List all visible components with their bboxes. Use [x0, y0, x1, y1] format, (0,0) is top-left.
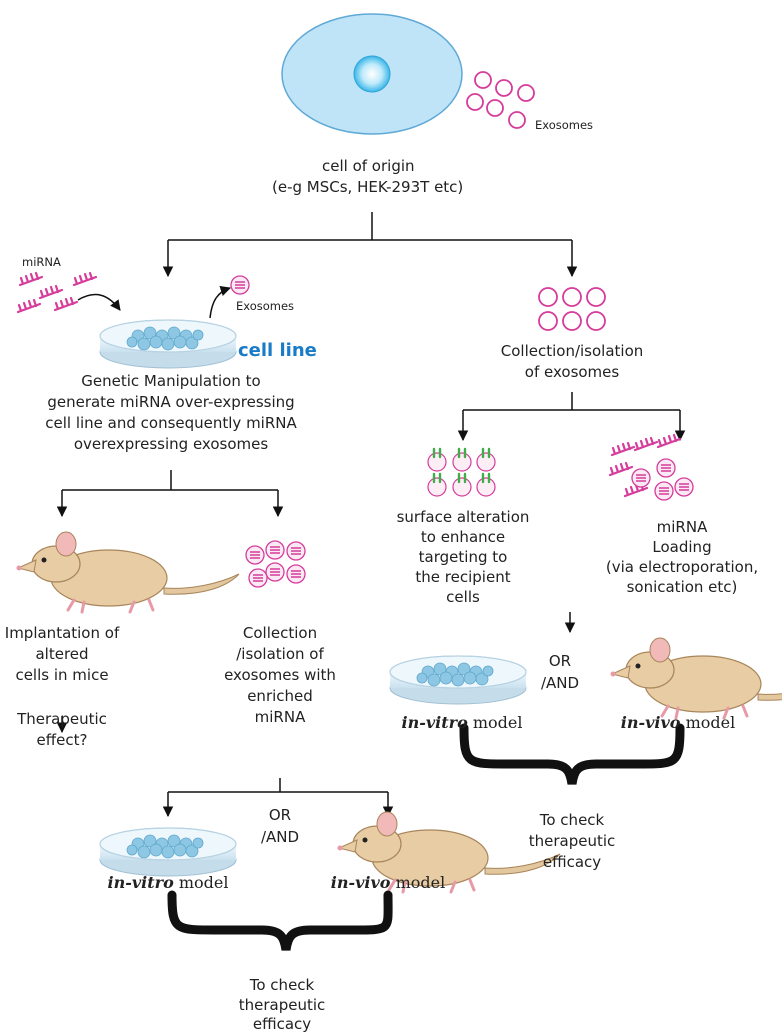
mirna-loading-line-1: miRNA — [656, 518, 708, 536]
or-label-left: OR — [268, 806, 292, 824]
check-right-line-3: efficacy — [542, 853, 602, 871]
and-label-left: /AND — [260, 828, 300, 846]
genetic-manipulation-line-3: cell line and consequently miRNA — [45, 414, 297, 432]
left-split-connector — [56, 470, 284, 518]
cell-examples-label: (e-g MSCs, HEK-293T etc) — [272, 178, 464, 196]
petri-dish-invitro-right — [389, 655, 527, 705]
invivo-model-right: in-vivo model — [620, 713, 736, 732]
exosome-release-arrow — [209, 286, 231, 319]
exosome-grid-right — [538, 287, 606, 331]
implantation-line-3: cells in mice — [15, 666, 109, 684]
collection-right-line-2: of exosomes — [524, 363, 620, 381]
collection-left-line-2: /isolation of — [236, 645, 324, 663]
petri-dish-cell-line — [99, 319, 237, 369]
implantation-line-1: Implantation of — [4, 624, 120, 642]
invivo-model-left: in-vivo model — [330, 873, 446, 892]
check-left-line-2: therapeutic — [238, 996, 326, 1014]
split-connector-top — [162, 212, 578, 278]
brace-bottom-left — [167, 890, 393, 951]
surface-alteration-line-5: cells — [446, 588, 480, 606]
surface-alteration-line-1: surface alteration — [396, 508, 530, 526]
enriched-exosome-cluster — [245, 540, 306, 588]
surface-alteration-line-2: to enhance — [420, 528, 506, 546]
check-right-line-1: To check — [539, 811, 605, 829]
exosomes-label-top: Exosomes — [535, 118, 594, 132]
mirna-loading-graphic — [608, 433, 694, 501]
right-split-connector — [457, 392, 686, 442]
collection-left-line-5: miRNA — [254, 708, 306, 726]
exosome-cluster-top — [466, 71, 535, 129]
mirna-arrow — [77, 293, 121, 311]
mirna-label: miRNA — [22, 255, 61, 269]
brace-right — [459, 723, 685, 785]
released-exosome — [230, 275, 250, 295]
mirna-loading-line-3: (via electroporation, — [605, 558, 759, 576]
cell-of-origin-label: cell of origin — [322, 157, 415, 175]
invitro-model-left: in-vitro model — [107, 873, 229, 892]
collection-left-line-3: exosomes with — [224, 666, 336, 684]
surface-alteration-line-4: the recipient — [415, 568, 511, 586]
genetic-manipulation-line-4: overexpressing exosomes — [73, 435, 269, 453]
genetic-manipulation-line-1: Genetic Manipulation to — [81, 372, 261, 390]
check-left-line-3: efficacy — [252, 1015, 312, 1033]
mouse-implantation — [15, 530, 241, 614]
invitro-model-right: in-vitro model — [401, 713, 523, 732]
implantation-line-2: altered — [35, 645, 89, 663]
and-label-right: /AND — [540, 674, 580, 692]
or-label-right: OR — [548, 652, 572, 670]
surface-alteration-line-3: targeting to — [418, 548, 508, 566]
petri-dish-invitro-left — [99, 827, 237, 877]
cell-of-origin-graphic — [281, 13, 463, 135]
exosomes-label-left: Exosomes — [236, 299, 295, 313]
mouse-invivo-right — [609, 636, 782, 720]
check-right-line-2: therapeutic — [528, 832, 616, 850]
mirna-loading-line-2: Loading — [652, 538, 712, 556]
mirna-strands — [16, 271, 98, 314]
genetic-manipulation-line-2: generate miRNA over-expressing — [47, 393, 295, 411]
collection-right-line-1: Collection/isolation — [500, 342, 644, 360]
therapeutic-line-2: effect? — [36, 731, 88, 749]
surface-altered-exosomes — [426, 447, 497, 498]
collection-left-line-4: enriched — [247, 687, 313, 705]
collection-left-line-1: Collection — [242, 624, 318, 642]
check-left-line-1: To check — [249, 976, 315, 994]
cell-line-label: cell line — [238, 340, 317, 361]
therapeutic-line-1: Therapeutic — [17, 710, 107, 728]
mirna-loading-line-4: sonication etc) — [626, 578, 738, 596]
